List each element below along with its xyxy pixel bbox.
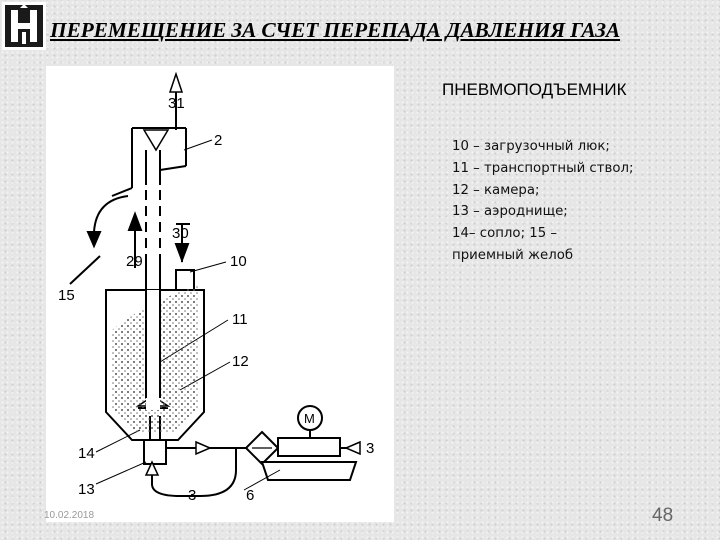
legend-item: приемный желоб xyxy=(452,247,574,263)
receiving-chute xyxy=(93,195,129,233)
return-line xyxy=(151,448,237,497)
diagram-panel: 31 2 30 29 10 11 12 15 14 13 3 3 6 M xyxy=(46,66,394,522)
label-11: 11 xyxy=(232,311,248,328)
blower-top xyxy=(277,437,341,457)
legend-item: 13 – аэроднище; xyxy=(452,204,568,220)
label-12: 12 xyxy=(232,353,249,370)
label-29: 29 xyxy=(126,253,143,270)
label-3-bottom: 3 xyxy=(188,487,196,504)
label-6: 6 xyxy=(246,487,254,504)
blower-base xyxy=(260,461,358,481)
label-2: 2 xyxy=(214,132,222,149)
legend-item: 14– сопло; 15 – xyxy=(452,226,558,242)
legend-item: 10 – загрузочный люк; xyxy=(452,139,610,154)
loading-hatch xyxy=(175,269,195,291)
label-31: 31 xyxy=(168,95,185,112)
aero-bottom xyxy=(143,439,167,465)
slide-date: 10.02.2018 xyxy=(44,510,95,521)
motor-circle xyxy=(297,405,323,431)
arrow-29 xyxy=(127,211,143,231)
legend-list: 10 – загрузочный люк; 11 – транспортный … xyxy=(452,136,682,267)
slide-subtitle: ПНЕВМОПОДЪЕМНИК xyxy=(442,80,627,99)
inlet-arrow-30 xyxy=(174,243,190,263)
slide-number: 48 xyxy=(652,505,674,526)
label-13: 13 xyxy=(78,481,95,498)
legend-item: 12 – камера; xyxy=(452,182,540,198)
label-14: 14 xyxy=(78,445,95,462)
label-30: 30 xyxy=(172,225,189,242)
hopper-funnel xyxy=(142,129,170,152)
label-3-right: 3 xyxy=(366,440,374,457)
label-15: 15 xyxy=(58,287,75,304)
university-logo xyxy=(2,2,46,50)
pneumatic-lift-diagram: 31 2 30 29 10 11 12 15 14 13 3 3 6 M xyxy=(58,71,374,504)
legend-item: 11 – транспортный ствол; xyxy=(452,160,634,176)
outlet-arrow-31 xyxy=(168,71,184,93)
label-10: 10 xyxy=(230,253,247,270)
motor-label: M xyxy=(304,411,315,426)
hopper-walls xyxy=(131,128,187,188)
slide-title: ПЕРЕМЕЩЕНИЕ ЗА СЧЕТ ПЕРЕПАДА ДАВЛЕНИЯ ГА… xyxy=(50,18,621,42)
